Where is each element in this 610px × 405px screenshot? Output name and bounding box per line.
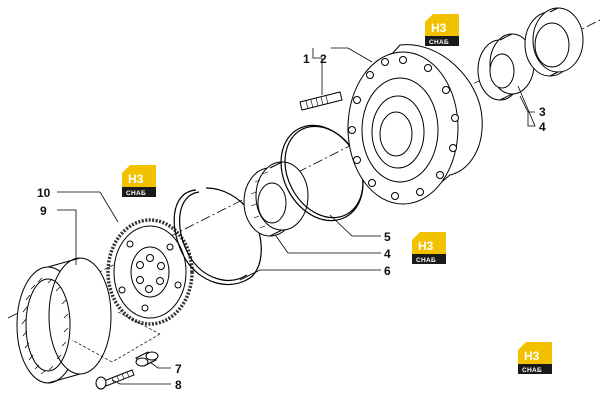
callout-9: 9	[40, 204, 47, 218]
watermark-logo: H3 СНАБ	[412, 232, 446, 264]
svg-text:СНАБ: СНАБ	[522, 367, 542, 374]
assembly-guide-lines	[71, 311, 161, 363]
callout-7: 7	[175, 362, 182, 376]
watermark-logo: H3 СНАБ	[425, 14, 459, 46]
svg-text:H3: H3	[418, 239, 434, 253]
watermark-logo: H3 СНАБ	[518, 342, 552, 374]
svg-text:H3: H3	[128, 172, 144, 186]
svg-text:H3: H3	[431, 21, 447, 35]
seal-ring-part-3	[524, 7, 584, 77]
callout-5: 5	[384, 230, 391, 244]
svg-text:H3: H3	[524, 349, 540, 363]
svg-text:СНАБ: СНАБ	[126, 190, 146, 197]
callout-3: 3	[539, 105, 546, 119]
callout-8: 8	[175, 378, 182, 392]
callout-1: 1	[303, 52, 310, 66]
callout-4-upper: 4	[539, 120, 546, 134]
watermark-logo: H3 СНАБ	[122, 165, 156, 197]
bearing-part-4-upper	[477, 33, 535, 101]
stud-bolt-part-2	[299, 91, 343, 111]
svg-text:СНАБ: СНАБ	[429, 39, 449, 46]
bearing-part-4-lower	[243, 161, 309, 237]
gear-plate-part-10	[106, 218, 194, 326]
callout-6: 6	[384, 264, 391, 278]
callout-labels: 1 2 3 4 5 4 6 10 9 7 8	[37, 52, 546, 392]
hub-bolt-holes	[348, 56, 459, 200]
wheel-hub-part-1	[347, 44, 483, 205]
callout-10: 10	[37, 186, 51, 200]
ring-gear-part-9	[16, 257, 112, 384]
callout-4-lower: 4	[384, 247, 391, 261]
callout-2: 2	[320, 52, 327, 66]
svg-text:СНАБ: СНАБ	[416, 257, 436, 264]
sleeve-part-7	[135, 351, 159, 367]
leader-lines	[57, 47, 536, 385]
bolt-part-8	[95, 369, 135, 390]
ring-inner-teeth	[21, 277, 69, 375]
